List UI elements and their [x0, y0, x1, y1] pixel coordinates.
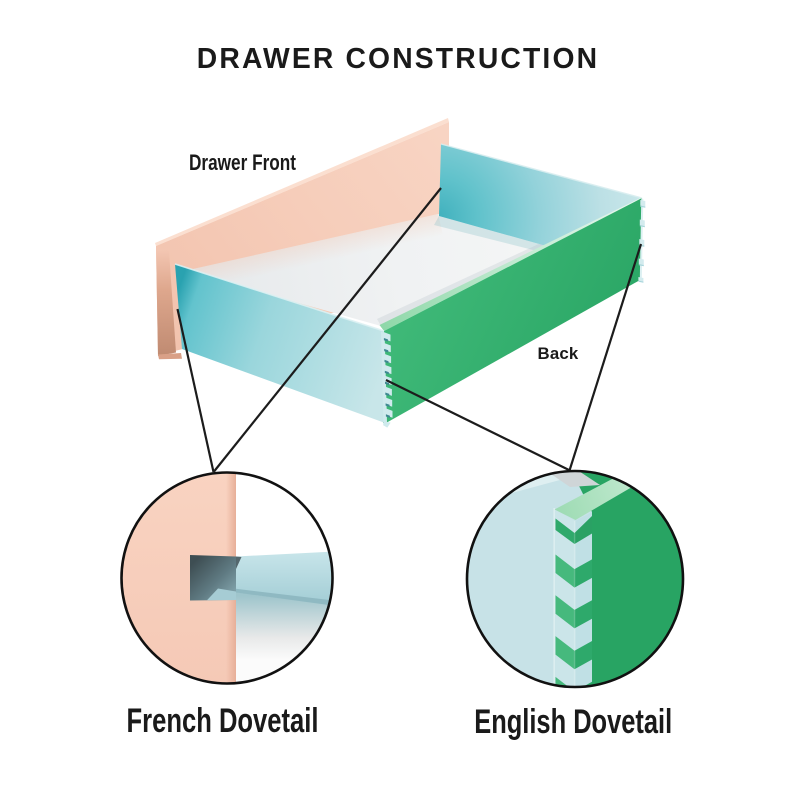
svg-text:French Dovetail: French Dovetail — [127, 702, 319, 739]
svg-text:Drawer Front: Drawer Front — [189, 151, 296, 176]
svg-text:DRAWER CONSTRUCTION: DRAWER CONSTRUCTION — [197, 42, 599, 74]
svg-text:Back: Back — [538, 344, 579, 363]
svg-text:English Dovetail: English Dovetail — [474, 703, 672, 741]
